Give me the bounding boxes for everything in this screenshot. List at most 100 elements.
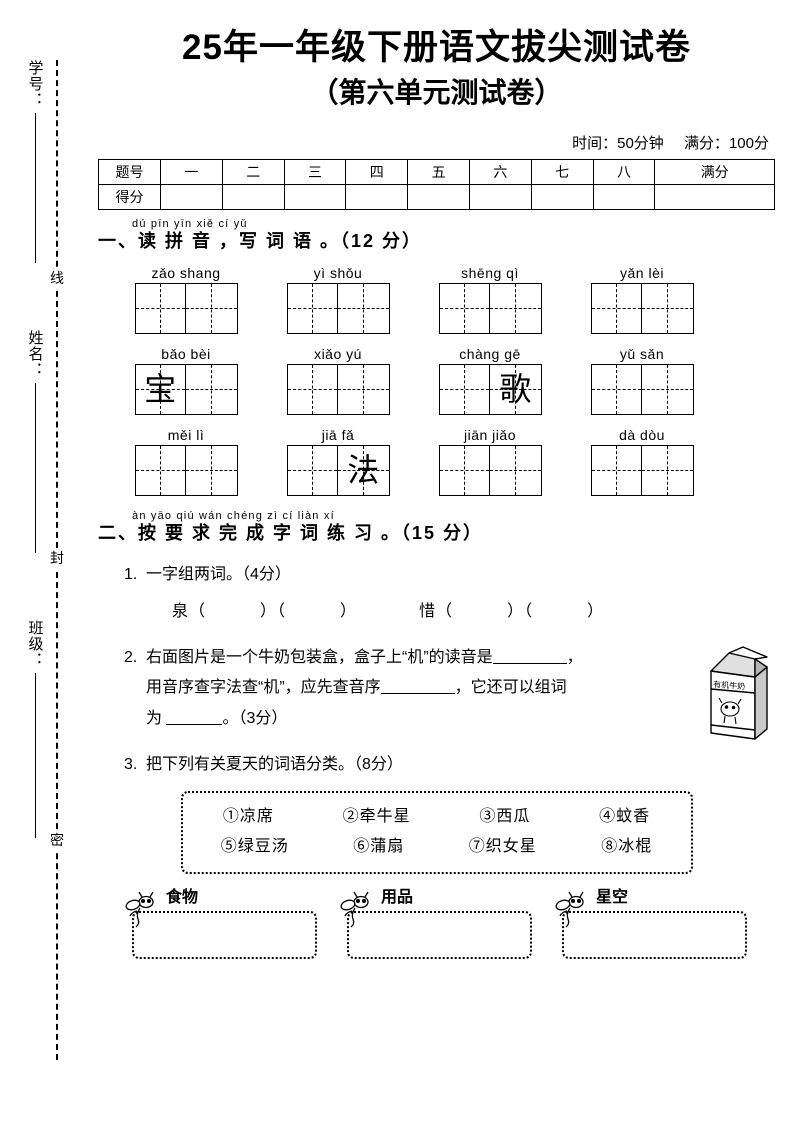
answer-group-quan: 泉（ bbox=[172, 602, 207, 620]
tianzige-cell[interactable]: 歌 bbox=[490, 364, 541, 414]
bee-icon bbox=[340, 892, 369, 928]
exam-meta: 时间：50分钟 满分：100分 bbox=[98, 132, 775, 153]
question-2-line-3: 为 。（3分） bbox=[146, 704, 684, 734]
tianzige-cell[interactable] bbox=[338, 364, 389, 414]
category-row: 食物 用品 bbox=[98, 888, 775, 960]
tianzige-cell[interactable] bbox=[591, 445, 642, 495]
seal-char-feng: 封 bbox=[46, 548, 68, 568]
word-bank-item[interactable]: ⑦织女星 bbox=[468, 837, 537, 855]
tianzige-cell[interactable] bbox=[439, 283, 490, 333]
tianzige-cell[interactable]: 宝 bbox=[135, 364, 186, 414]
word-bank-item[interactable]: ⑥蒲扇 bbox=[353, 837, 405, 855]
tianzige-cell[interactable] bbox=[490, 283, 541, 333]
pinyin-hint: bǎo bèi bbox=[161, 345, 211, 362]
answer-blank-pronunciation[interactable] bbox=[492, 647, 567, 664]
score-cell-8[interactable] bbox=[592, 183, 656, 210]
table-row-question-numbers: 题号 一 二 三 四 五 六 七 八 满分 bbox=[98, 158, 775, 185]
tianzige-item: jiā fǎ 法 bbox=[262, 427, 414, 496]
pinyin-hint: yì shǒu bbox=[313, 264, 363, 281]
category-answer-box-supplies[interactable] bbox=[347, 911, 532, 960]
tianzige-grid[interactable] bbox=[590, 444, 694, 496]
answer-blank-initial-letter[interactable] bbox=[380, 678, 455, 695]
score-cell-4[interactable] bbox=[345, 183, 409, 210]
pinyin-hint: zǎo shang bbox=[151, 264, 221, 281]
question-2-text-b: 用音序查字法查“机”，应先查音序 bbox=[146, 679, 381, 697]
tianzige-cell[interactable] bbox=[439, 445, 490, 495]
score-cell-7[interactable] bbox=[530, 183, 594, 210]
tianzige-grid[interactable] bbox=[134, 282, 238, 334]
tianzige-cell[interactable] bbox=[642, 445, 693, 495]
class-rule bbox=[34, 673, 36, 838]
tianzige-cell[interactable] bbox=[591, 364, 642, 414]
tianzige-grid[interactable] bbox=[286, 363, 390, 415]
word-bank-row-1: ①凉席 ②牵牛星 ③西瓜 ④蚊香 bbox=[189, 802, 685, 832]
category-block-supplies: 用品 bbox=[340, 888, 532, 960]
score-cell-1[interactable] bbox=[160, 183, 223, 210]
col-header-4: 四 bbox=[345, 158, 409, 185]
score-cell-total[interactable] bbox=[654, 183, 775, 210]
tianzige-cell[interactable] bbox=[591, 283, 642, 333]
score-cell-5[interactable] bbox=[407, 183, 470, 210]
category-answer-box-food[interactable] bbox=[132, 911, 317, 960]
question-3-number: 3. bbox=[124, 756, 138, 774]
pinyin-hint: jiā fǎ bbox=[321, 426, 355, 443]
tianzige-cell[interactable]: 法 bbox=[338, 445, 389, 495]
page-subtitle: （第六单元测试卷） bbox=[310, 77, 563, 109]
tianzige-cell[interactable] bbox=[287, 283, 338, 333]
bee-icon bbox=[555, 892, 584, 928]
exam-sheet: 25年一年级下册语文拔尖测试卷 （第六单元测试卷） 时间：50分钟 满分：100… bbox=[80, 0, 793, 1121]
section-two-pinyin: àn yāo qiú wán chéng zì cí liàn xí bbox=[132, 509, 335, 522]
tianzige-grid[interactable] bbox=[590, 363, 694, 415]
tianzige-cell[interactable] bbox=[439, 364, 490, 414]
question-2-text-e: 。（3分） bbox=[222, 709, 288, 727]
score-table: 题号 一 二 三 四 五 六 七 八 满分 得分 bbox=[98, 158, 775, 210]
time-limit: 时间：50分钟 bbox=[572, 134, 664, 152]
word-bank-item[interactable]: ②牵牛星 bbox=[342, 807, 411, 825]
word-bank-row-2: ⑤绿豆汤 ⑥蒲扇 ⑦织女星 ⑧冰棍 bbox=[189, 832, 685, 862]
student-name-label: 姓名： bbox=[26, 330, 44, 378]
tianzige-cell[interactable] bbox=[186, 283, 237, 333]
col-header-5: 五 bbox=[407, 158, 470, 185]
score-cell-2[interactable] bbox=[221, 183, 285, 210]
table-row-scores: 得分 bbox=[98, 183, 775, 210]
word-bank-item[interactable]: ①凉席 bbox=[222, 807, 274, 825]
tianzige-grid[interactable] bbox=[134, 444, 238, 496]
category-answer-box-starry-sky[interactable] bbox=[562, 911, 747, 960]
row-label-score: 得分 bbox=[98, 183, 161, 210]
tianzige-cell[interactable] bbox=[186, 445, 237, 495]
tianzige-cell[interactable] bbox=[490, 445, 541, 495]
word-bank-item[interactable]: ⑤绿豆汤 bbox=[220, 837, 289, 855]
word-bank-item[interactable]: ③西瓜 bbox=[479, 807, 531, 825]
tianzige-cell[interactable] bbox=[338, 283, 389, 333]
tianzige-cell[interactable] bbox=[642, 364, 693, 414]
tianzige-row-1: zǎo shang yì shǒu shēng qì bbox=[98, 265, 775, 334]
student-number-label: 学号： bbox=[26, 60, 44, 108]
score-cell-3[interactable] bbox=[283, 183, 347, 210]
tianzige-grid[interactable] bbox=[438, 444, 542, 496]
tianzige-cell[interactable] bbox=[135, 445, 186, 495]
tianzige-grid[interactable]: 宝 bbox=[134, 363, 238, 415]
col-header-3: 三 bbox=[283, 158, 347, 185]
question-1-answer-line[interactable]: 泉（）（）惜（）（） bbox=[124, 597, 775, 627]
category-label-food: 食物 bbox=[166, 889, 199, 907]
word-bank-item[interactable]: ④蚊香 bbox=[599, 807, 651, 825]
pinyin-hint: xiǎo yú bbox=[314, 345, 362, 362]
answer-blank-word[interactable] bbox=[166, 708, 223, 725]
milk-carton-caption: 有机牛奶 bbox=[713, 679, 746, 691]
tianzige-grid[interactable] bbox=[438, 282, 542, 334]
tianzige-cell[interactable] bbox=[287, 445, 338, 495]
tianzige-cell[interactable] bbox=[287, 364, 338, 414]
tianzige-grid[interactable]: 歌 bbox=[438, 363, 542, 415]
tianzige-item: dà dòu bbox=[566, 427, 718, 496]
tianzige-cell[interactable] bbox=[186, 364, 237, 414]
tianzige-grid[interactable] bbox=[286, 282, 390, 334]
tianzige-cell[interactable] bbox=[135, 283, 186, 333]
tianzige-grid[interactable]: 法 bbox=[286, 444, 390, 496]
student-name-rule bbox=[34, 383, 36, 553]
section-two-title: 二、按 要 求 完 成 字 词 练 习 。（15 分） bbox=[98, 522, 484, 543]
tianzige-grid[interactable] bbox=[590, 282, 694, 334]
word-bank-item[interactable]: ⑧冰棍 bbox=[601, 837, 653, 855]
score-cell-6[interactable] bbox=[468, 183, 532, 210]
section-one-pinyin: dú pīn yīn xiě cí yǔ bbox=[132, 217, 248, 230]
tianzige-cell[interactable] bbox=[642, 283, 693, 333]
